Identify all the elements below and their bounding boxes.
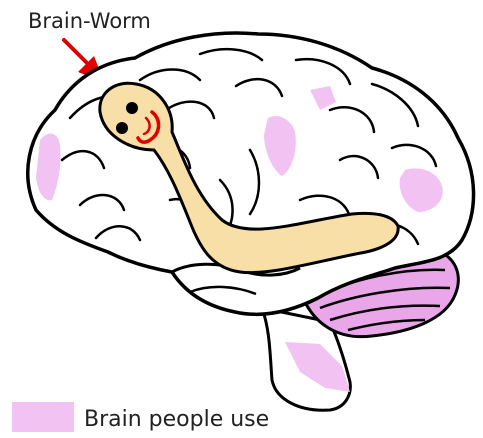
legend: Brain people use	[12, 402, 269, 432]
worm-eye-right	[116, 122, 128, 134]
legend-label: Brain people use	[84, 407, 269, 432]
callout-label: Brain-Worm	[28, 9, 151, 33]
worm-eye-left	[126, 102, 138, 114]
color-swatch-icon	[12, 402, 74, 432]
